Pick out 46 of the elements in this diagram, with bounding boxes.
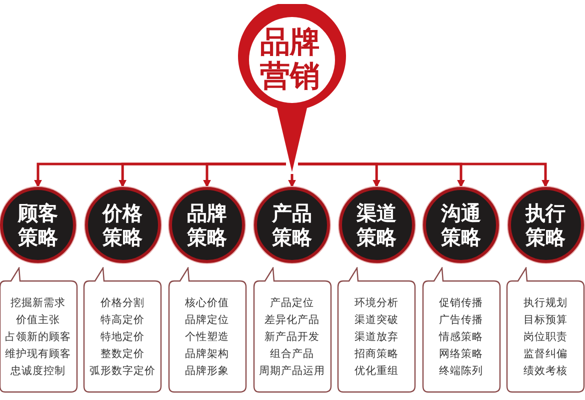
- list-item: 目标预算: [524, 312, 568, 328]
- arrow: [203, 162, 286, 188]
- list-item: 特地定价: [100, 330, 145, 344]
- list-item: 渠道放弃: [354, 330, 399, 344]
- list-item: 占领新的顾客: [5, 330, 71, 344]
- strategy-circle: 顾客策略: [0, 187, 76, 263]
- list-item: 组合产品: [270, 346, 314, 362]
- strategy-circle: 产品策略: [254, 187, 330, 263]
- list-item: 环境分析: [354, 296, 399, 310]
- arrow: [288, 174, 296, 188]
- list-item: 品牌架构: [185, 346, 229, 362]
- list-item: 个性塑造: [185, 330, 229, 344]
- list-item: 周期产品运用: [259, 364, 325, 378]
- list-item: 优化重组: [354, 364, 399, 378]
- list-item: 新产品开发: [264, 330, 320, 344]
- list-item: 挖掘新需求: [10, 296, 66, 310]
- list-item: 差异化产品: [264, 312, 320, 328]
- list-item: 绩效考核: [524, 364, 568, 378]
- list-item: 弧形数字定价: [90, 364, 156, 378]
- list-item: 网络策略: [439, 346, 483, 362]
- list-item: 监督纠偏: [524, 346, 568, 362]
- list-item: 价值主张: [16, 312, 60, 328]
- list-item: 维护现有顾客: [5, 346, 71, 362]
- list-item: 岗位职责: [524, 330, 568, 344]
- list-item: 价格分割: [100, 296, 145, 310]
- list-item: 情感策略: [439, 330, 483, 344]
- list-item: 产品定位: [270, 296, 314, 310]
- main-title: 品牌营销: [259, 26, 321, 94]
- strategy-circle: 价格策略: [84, 187, 161, 263]
- list-item: 忠诚度控制: [10, 364, 66, 378]
- strategy-circle: 品牌策略: [169, 187, 245, 263]
- list-item: 广告传播: [439, 312, 483, 328]
- strategy-circle: 渠道策略: [338, 187, 415, 263]
- list-item: 促销传播: [439, 296, 483, 310]
- list-item: 特高定价: [100, 312, 145, 328]
- strategy-circle: 沟通策略: [423, 187, 499, 263]
- list-item: 终端陈列: [439, 364, 483, 378]
- strategy-circle: 执行策略: [508, 187, 584, 263]
- list-item: 招商策略: [354, 346, 399, 362]
- list-item: 渠道突破: [354, 312, 399, 328]
- list-item: 执行规划: [524, 296, 568, 310]
- list-item: 品牌定位: [185, 312, 229, 328]
- list-item: 整数定价: [100, 346, 145, 362]
- list-item: 品牌形象: [185, 364, 229, 378]
- list-item: 核心价值: [185, 296, 229, 310]
- arrow: [298, 162, 550, 188]
